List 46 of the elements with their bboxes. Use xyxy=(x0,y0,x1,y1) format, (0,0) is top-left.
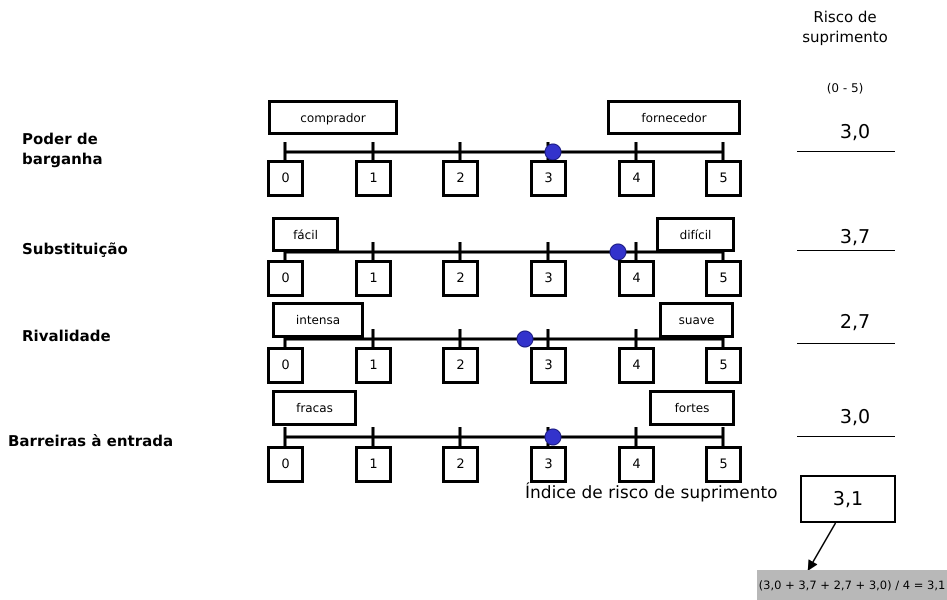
scale-end-box: difícil xyxy=(656,217,735,252)
scale-number-box: 3 xyxy=(530,160,567,197)
scale-end-box: intensa xyxy=(272,302,364,338)
scale-number-box: 4 xyxy=(618,446,655,483)
scale-number-box: 2 xyxy=(442,160,479,197)
scale-end-box: fornecedor xyxy=(607,100,741,135)
scale-number-box: 2 xyxy=(442,446,479,483)
scale-number-box: 1 xyxy=(355,347,392,384)
scale-number-box: 5 xyxy=(705,347,742,384)
scale-number-box: 0 xyxy=(267,260,304,297)
scale-range: (0 - 5) xyxy=(826,81,864,97)
scale-number-box: 0 xyxy=(267,446,304,483)
column-heading: Risco de suprimento xyxy=(801,8,889,47)
scale-number-box: 3 xyxy=(530,260,567,297)
scale-end-box: comprador xyxy=(268,100,398,135)
scale-number-box: 1 xyxy=(355,160,392,197)
factor-label: Rivalidade xyxy=(22,327,111,346)
scale-number-box: 5 xyxy=(705,160,742,197)
scale-number-box: 2 xyxy=(442,260,479,297)
factor-label: Barreiras à entrada xyxy=(8,432,174,452)
scale-number-box: 0 xyxy=(267,347,304,384)
scale-number-box: 4 xyxy=(618,347,655,384)
scale-number-box: 3 xyxy=(530,446,567,483)
scale-end-box: fácil xyxy=(272,217,339,252)
index-value-box: 3,1 xyxy=(800,475,896,523)
scale-end-box: suave xyxy=(659,302,734,338)
scale-number-box: 0 xyxy=(267,160,304,197)
factor-label: Substituição xyxy=(22,240,128,260)
scale-number-box: 3 xyxy=(530,347,567,384)
index-label: Índice de risco de suprimento xyxy=(525,482,778,504)
arrow xyxy=(808,522,836,571)
scale-number-box: 2 xyxy=(442,347,479,384)
score-value: 3,0 xyxy=(797,120,895,152)
scale-number-box: 4 xyxy=(618,160,655,197)
scale-number-box: 1 xyxy=(355,446,392,483)
score-value: 3,0 xyxy=(797,405,895,437)
scale-end-box: fracas xyxy=(272,390,357,426)
scale-number-box: 4 xyxy=(618,260,655,297)
scale-number-box: 5 xyxy=(705,446,742,483)
score-value: 3,7 xyxy=(797,225,895,251)
score-value: 2,7 xyxy=(797,310,895,344)
factor-label: Poder de barganha xyxy=(22,130,104,169)
formula-box: (3,0 + 3,7 + 2,7 + 3,0) / 4 = 3,1 xyxy=(757,570,947,600)
scale-number-box: 5 xyxy=(705,260,742,297)
scale-number-box: 1 xyxy=(355,260,392,297)
scale-end-box: fortes xyxy=(649,390,735,426)
